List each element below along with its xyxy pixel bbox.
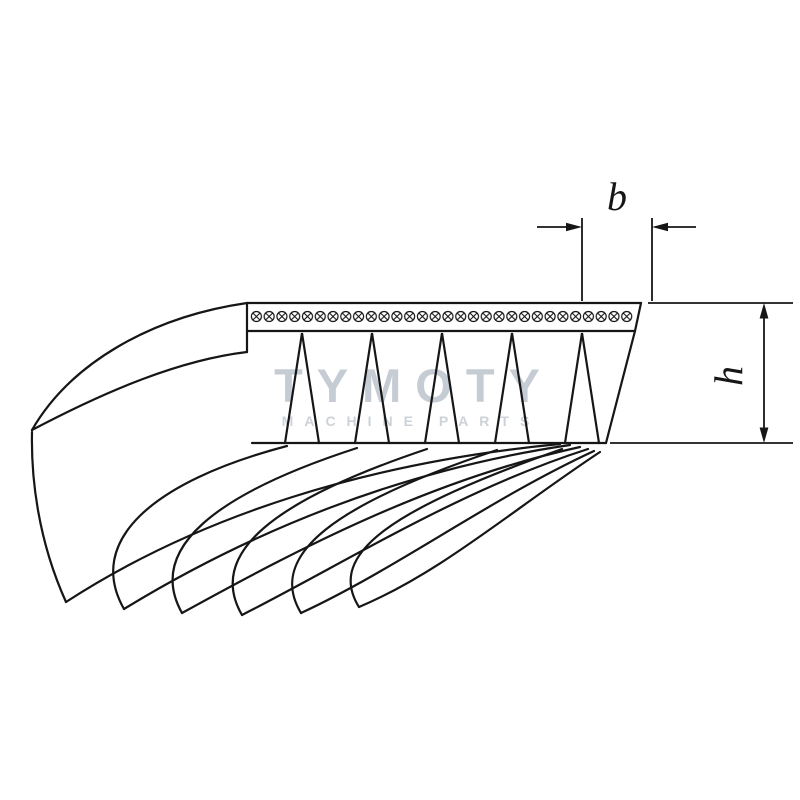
crosshatch-band <box>250 306 633 327</box>
rib-edge-curve <box>30 430 68 604</box>
rib-edge-curve <box>122 443 572 611</box>
rib-edge-curve <box>64 442 562 604</box>
belt-right-slant-edge <box>604 329 637 445</box>
rib-edge-curve <box>171 446 359 615</box>
rib-edge-curve <box>291 448 499 615</box>
dimension-b-label: b <box>607 174 627 219</box>
belt-back-outer-curve <box>30 301 249 432</box>
rib-edge-curve <box>349 447 564 609</box>
groove-triangle <box>423 332 461 445</box>
rib-edge-curve <box>231 447 429 617</box>
groove-triangle <box>563 332 601 445</box>
rib-edge-curve <box>299 449 596 615</box>
belt-back-curves <box>30 301 249 432</box>
groove-triangle <box>283 332 321 445</box>
rib-edge-curve <box>357 450 602 609</box>
dim-h-arrow-top <box>759 303 769 319</box>
rib-edge-curve <box>240 447 590 617</box>
watermark-subtitle: MACHINE PARTS <box>281 413 541 429</box>
dimension-b: b <box>537 174 696 301</box>
groove-triangles <box>283 332 601 445</box>
watermark-title: TYMOTY <box>274 359 554 412</box>
dim-b-arrow-right <box>652 222 668 232</box>
groove-triangle <box>353 332 391 445</box>
rib-curves <box>30 430 602 617</box>
dimension-h: h <box>610 302 793 444</box>
dim-b-arrow-left <box>566 222 582 232</box>
rib-edge-curve <box>180 445 582 615</box>
belt-back-inner-curve <box>30 350 249 432</box>
belt-cross-section <box>245 301 643 445</box>
groove-triangle <box>493 332 531 445</box>
belt-right-edge <box>633 301 643 333</box>
dimension-h-label: h <box>706 366 751 386</box>
rib-edge-curve <box>112 444 289 611</box>
dim-h-arrow-bottom <box>759 427 769 443</box>
